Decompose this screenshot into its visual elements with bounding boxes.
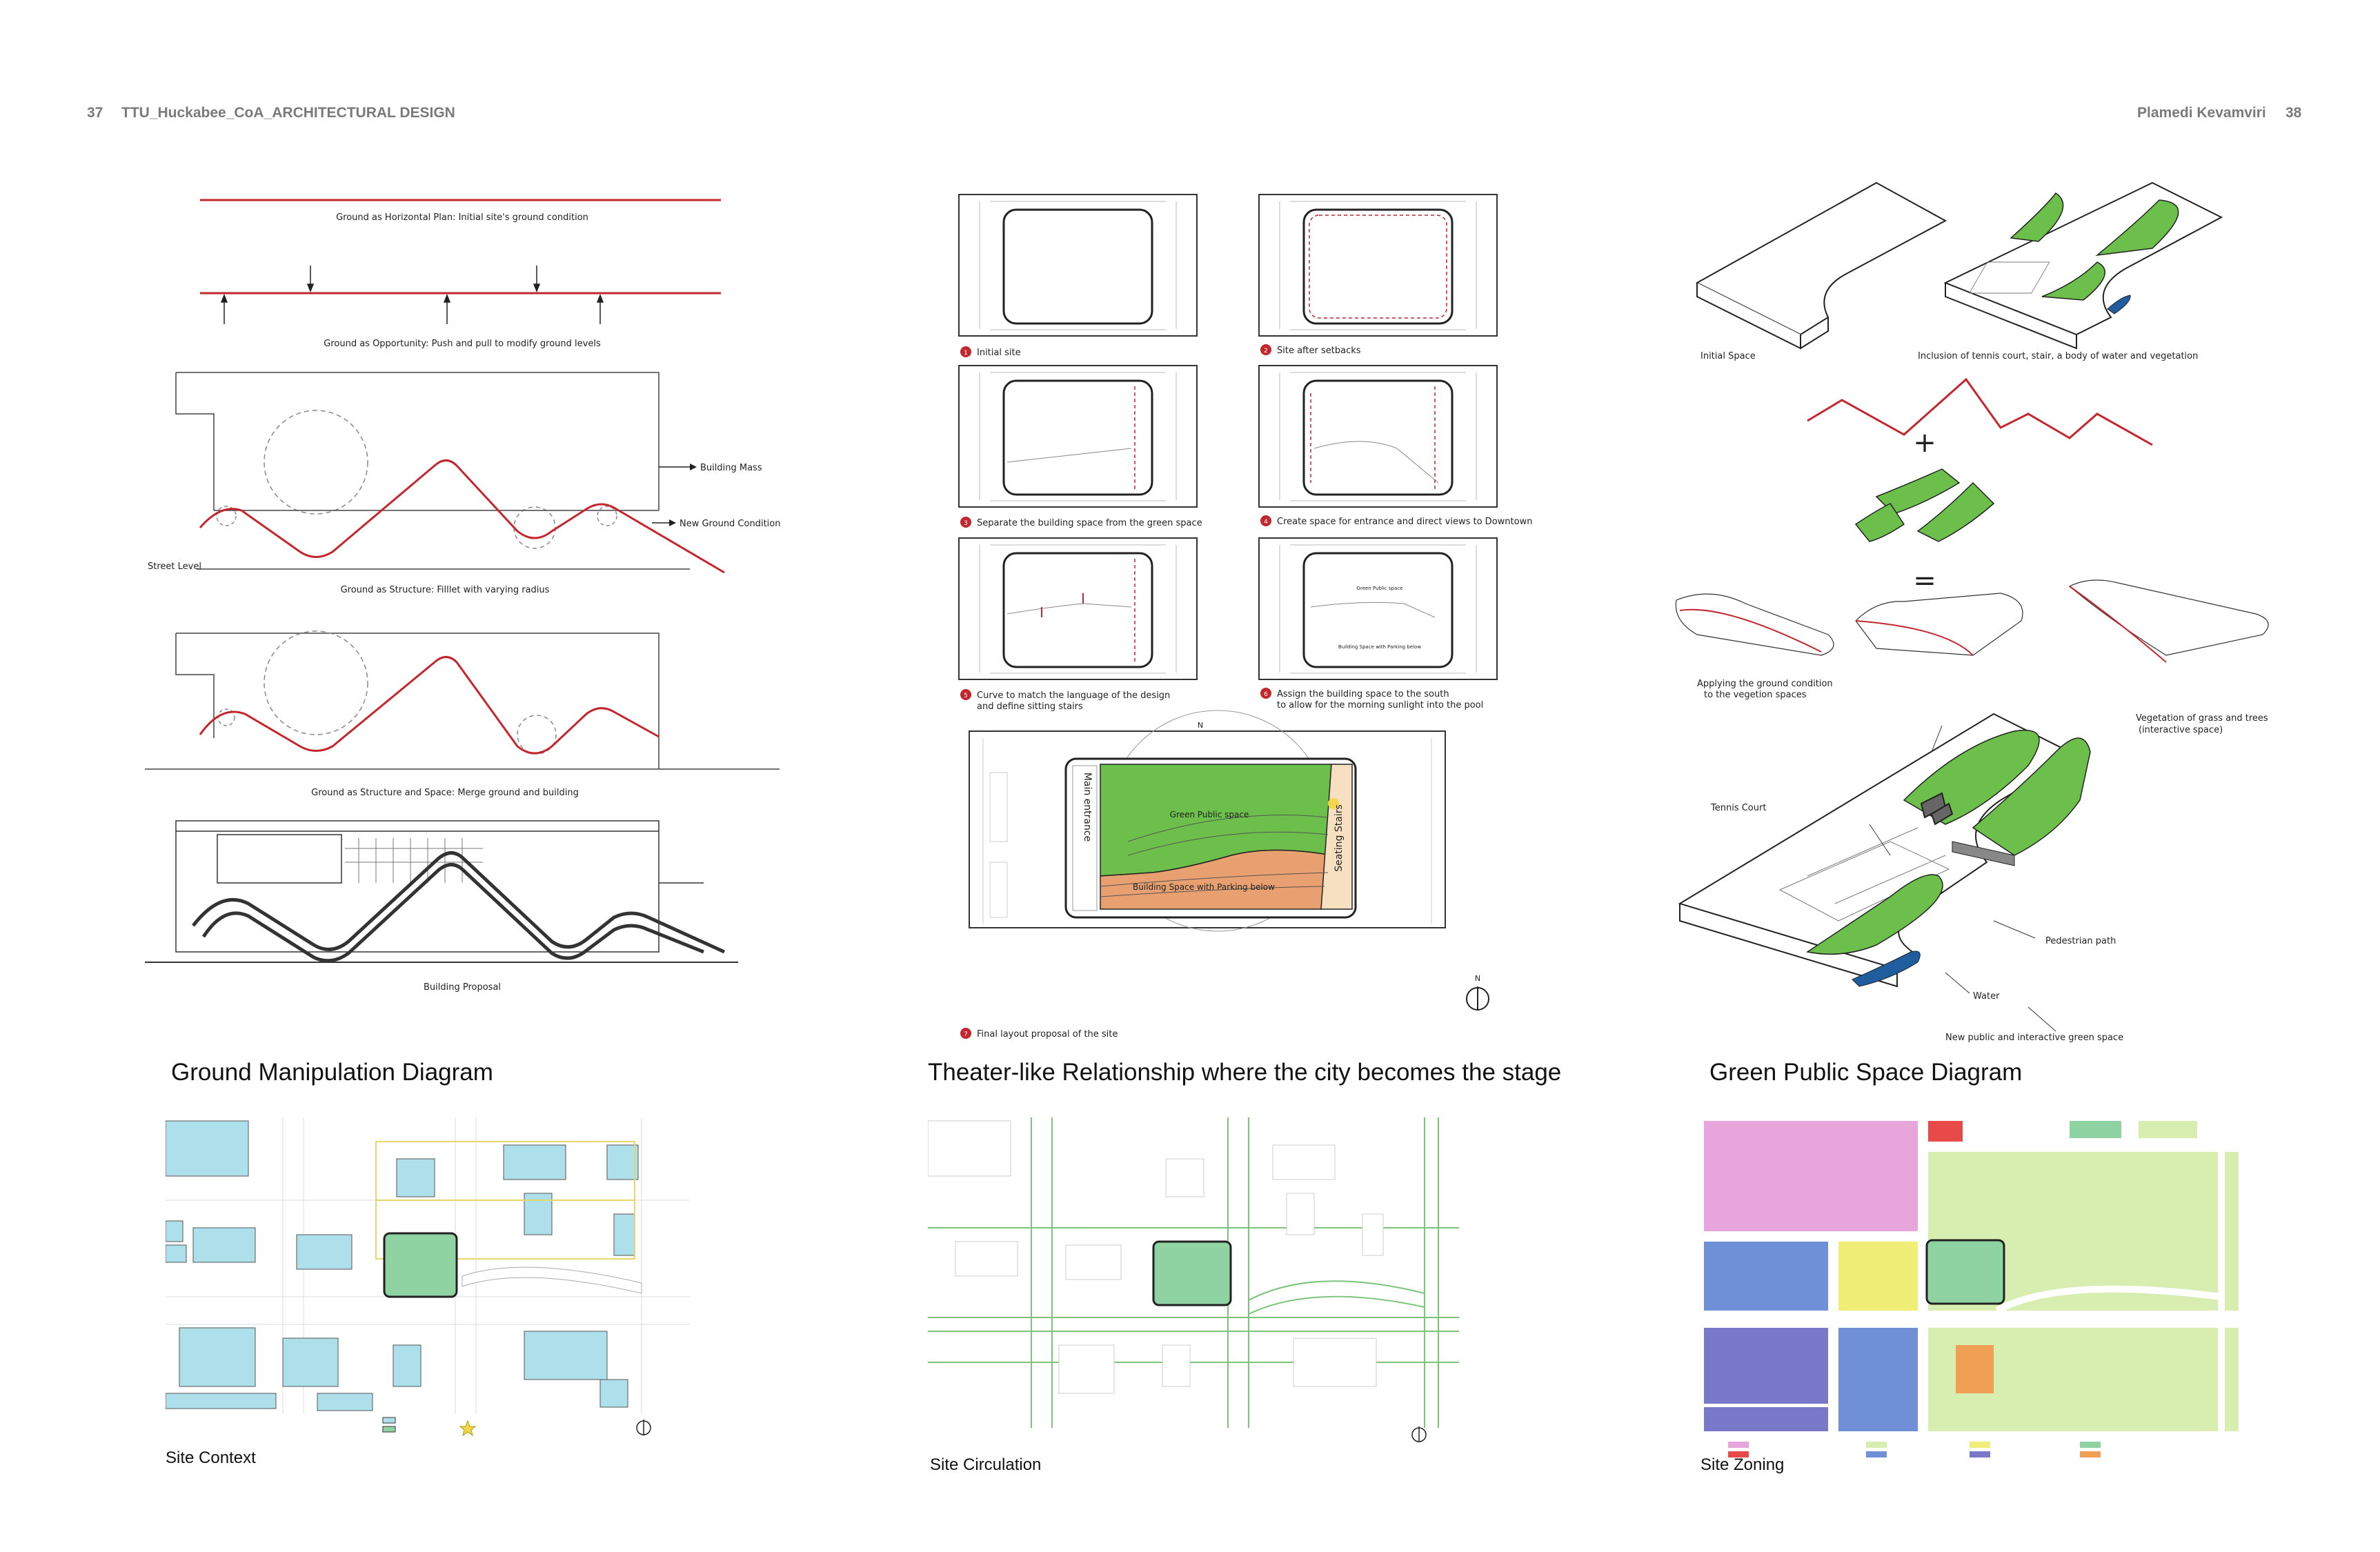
step-label-6: Assign the building space to the south (1277, 689, 1449, 699)
step-label-4: Create space for entrance and direct vie… (1277, 517, 1532, 527)
label-pedestrian-path: Pedestrian path (2045, 936, 2116, 946)
svg-text:3: 3 (964, 520, 968, 527)
label-new-ground: New Ground Condition (680, 519, 780, 529)
site-step-5 (958, 537, 1198, 681)
svg-text:2: 2 (1264, 348, 1268, 355)
label-tennis-court: Tennis Court (1710, 803, 1766, 813)
svg-text:1: 1 (964, 350, 968, 357)
site-highlight (383, 1232, 458, 1298)
label-applying-2: to the vegetion spaces (1704, 690, 1807, 700)
label-seating-stairs: Seating Stairs (1333, 804, 1345, 872)
label-opportunity: Ground as Opportunity: Push and pull to … (324, 339, 601, 349)
north-arrow-icon: N (1466, 974, 1489, 1011)
ground-manipulation-diagram: Ground as Horizontal Plan: Initial site'… (145, 199, 780, 993)
plus-sign: + (1913, 427, 1936, 459)
caption-site-zoning: Site Zoning (1700, 1455, 1785, 1474)
label-water: Water (1973, 991, 2000, 1002)
initial-space-block (1695, 181, 1947, 336)
label-street-level: Street Level (148, 561, 201, 572)
site-highlight-circ (1152, 1240, 1232, 1306)
svg-text:5: 5 (964, 693, 968, 699)
north-arrow-icon-context (636, 1420, 651, 1435)
label-green-public: Green Public space (1170, 810, 1249, 819)
label-horizontal-plan: Ground as Horizontal Plan: Initial site'… (336, 212, 588, 223)
label-building-mass: Building Mass (700, 463, 762, 473)
svg-text:N: N (1475, 974, 1480, 983)
caption-site-context: Site Context (166, 1449, 256, 1467)
svg-text:4: 4 (1264, 519, 1268, 526)
label-vegetation-1: Vegetation of grass and trees (2136, 713, 2268, 724)
push-pull-arrows (220, 266, 604, 324)
label-inclusion: Inclusion of tennis court, stair, a body… (1918, 351, 2198, 361)
svg-text:7: 7 (964, 1031, 968, 1038)
step-badge-3 (960, 517, 971, 528)
site-context-map (166, 1117, 690, 1442)
page-number-right: 38 (2285, 105, 2302, 121)
label-structure-fillet: Ground as Structure: Filllet with varyin… (341, 585, 550, 595)
step-badge-2 (1260, 344, 1271, 355)
water-body (1852, 951, 1921, 987)
north-label-top: N (1198, 721, 1203, 730)
step-label-2: Site after setbacks (1277, 346, 1361, 356)
label-structure-space: Ground as Structure and Space: Merge gro… (311, 788, 579, 798)
theater-site-diagrams: Green Public space Building Space with P… (958, 193, 1532, 1039)
north-arrow-icon-circ (1411, 1426, 1427, 1442)
site-zoning-map (1700, 1117, 2239, 1466)
label-applying-1: Applying the ground condition (1697, 679, 1833, 689)
step-badge-7 (960, 1028, 971, 1039)
vegetation-mound-3 (1806, 874, 1943, 955)
label-new-public: New public and interactive green space (1945, 1033, 2123, 1043)
step-badge-4 (1260, 515, 1271, 526)
label-vegetation-2: (interactive space) (2139, 725, 2223, 735)
caption-ground-manipulation: Ground Manipulation Diagram (171, 1059, 493, 1086)
site-step-1 (958, 193, 1198, 337)
label-building-proposal: Building Proposal (424, 982, 501, 993)
green-public-space-diagram: Initial Space Inclusion of tennis court,… (1675, 181, 2269, 1043)
svg-text:6: 6 (1264, 691, 1268, 698)
step-label-7: Final layout proposal of the site (977, 1029, 1118, 1039)
page-number-left: 37 (87, 105, 103, 121)
site-step-2 (1258, 193, 1498, 337)
equals-sign: = (1913, 565, 1936, 597)
caption-site-circulation: Site Circulation (930, 1455, 1042, 1474)
label-initial-space: Initial Space (1700, 351, 1756, 361)
site-circulation-map (928, 1117, 1459, 1449)
final-layout-plan: Green Public space Building Space with P… (969, 710, 1446, 932)
label-building-parking: Building Space with Parking below (1133, 882, 1275, 892)
vegetation-mound-2 (1972, 737, 2091, 856)
step-label-3: Separate the building space from the gre… (977, 518, 1202, 528)
caption-theater: Theater-like Relationship where the city… (928, 1059, 1562, 1086)
step-badge-6 (1260, 688, 1271, 699)
caption-green-space: Green Public Space Diagram (1709, 1059, 2023, 1086)
vegetation-patch-3 (2010, 192, 2064, 242)
new-ground-curve (199, 459, 725, 574)
step-label-1: Initial site (977, 348, 1021, 358)
step6-green-label: Green Public space (1357, 586, 1403, 591)
site-step-6: Green Public space Building Space with P… (1258, 537, 1498, 681)
step6-building-label: Building Space with Parking below (1338, 644, 1421, 650)
site-highlight-zone (1925, 1239, 2005, 1305)
author-name: Plamedi Kevamviri (2137, 105, 2266, 121)
site-step-3 (958, 364, 1198, 508)
step-label-5-line2: and define sitting stairs (977, 702, 1083, 712)
zoning-legend-swatches (1728, 1442, 2101, 1458)
step-badge-5 (960, 689, 971, 700)
water-icon (2107, 295, 2131, 315)
site-step-4 (1258, 364, 1498, 508)
merged-ground-curve (199, 656, 660, 755)
step-label-5: Curve to match the language of the desig… (977, 690, 1170, 701)
step-badge-1 (960, 346, 971, 357)
building-proposal-elevation (175, 820, 726, 963)
building-parking-area (1100, 849, 1332, 910)
vegetation-patch-2 (2041, 261, 2105, 301)
label-main-entrance: Main entrance (1082, 773, 1093, 842)
vegetation-patch-1 (2095, 199, 2179, 257)
building-mass-outline (175, 372, 660, 510)
seating-stairs-area (1320, 764, 1353, 910)
ground-condition-line (1807, 377, 2153, 446)
step-label-6-line2: to allow for the morning sunlight into t… (1277, 700, 1483, 710)
document-title: TTU_Huckabee_CoA_ARCHITECTURAL DESIGN (121, 105, 455, 121)
